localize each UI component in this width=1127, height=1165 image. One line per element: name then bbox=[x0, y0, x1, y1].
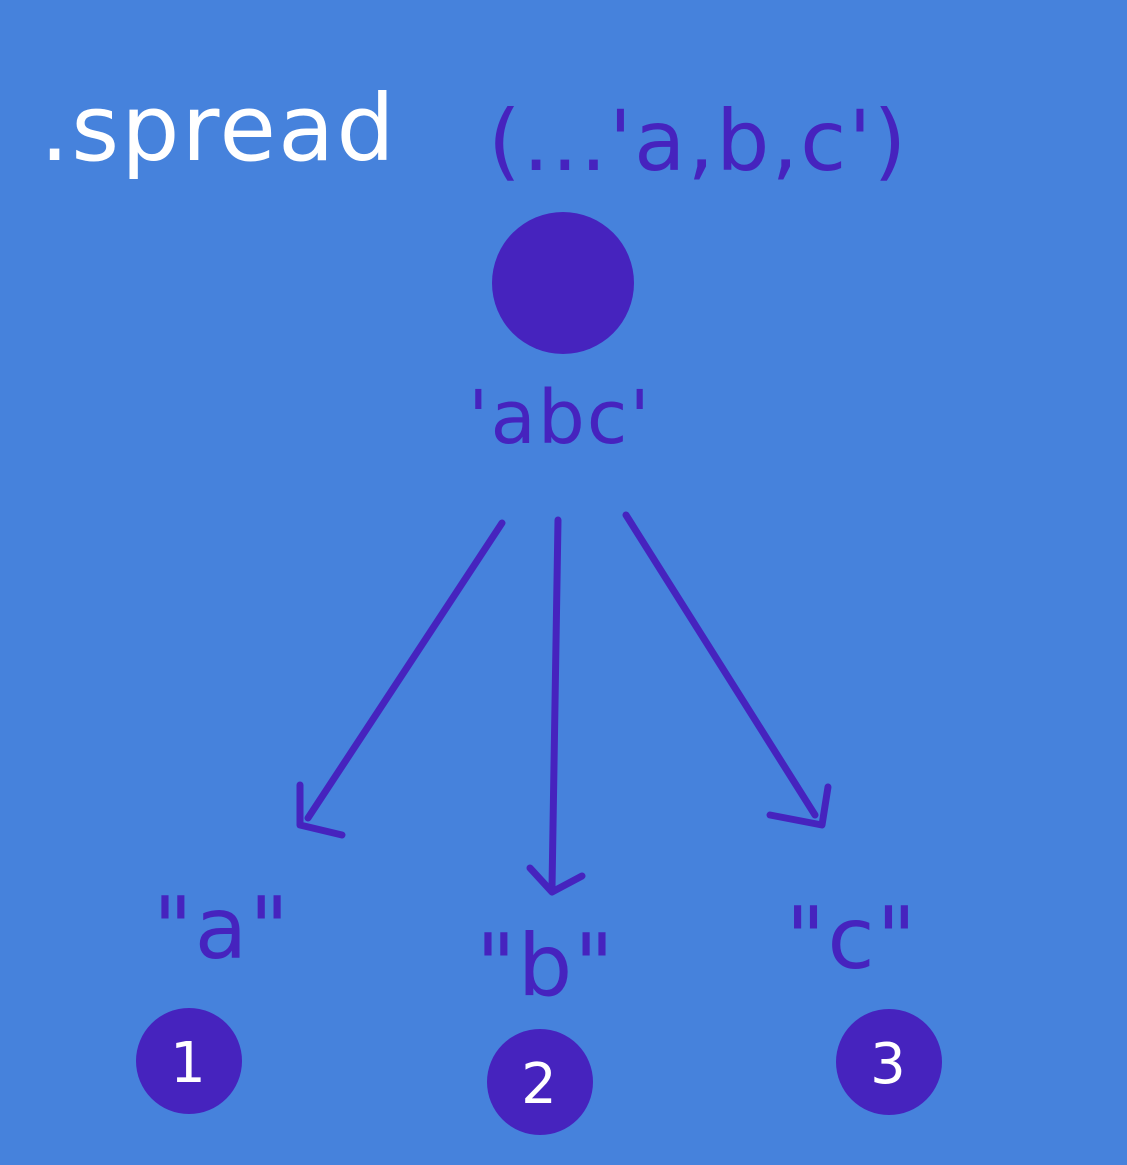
title-args: (...'a,b,c') bbox=[488, 92, 908, 190]
item-label-a: "a" bbox=[153, 879, 291, 979]
index-number-2: 2 bbox=[521, 1052, 559, 1117]
index-number-1: 1 bbox=[170, 1031, 208, 1096]
source-label: 'abc' bbox=[468, 375, 652, 461]
item-label-c: "c" bbox=[786, 889, 918, 989]
index-badge-1: 1 bbox=[136, 1008, 242, 1114]
index-badge-3: 3 bbox=[836, 1009, 942, 1115]
arrow-to-c bbox=[622, 511, 832, 829]
title-method: .spread bbox=[40, 75, 397, 182]
arrow-to-b bbox=[526, 516, 586, 896]
arrow-to-a bbox=[296, 519, 506, 839]
item-label-b: "b" bbox=[476, 916, 616, 1016]
source-node bbox=[492, 212, 634, 354]
index-number-3: 3 bbox=[870, 1032, 908, 1097]
index-badge-2: 2 bbox=[487, 1029, 593, 1135]
